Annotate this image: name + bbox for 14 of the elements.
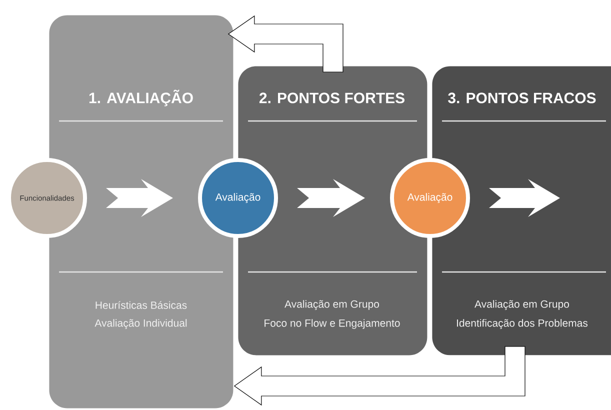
chevron-arrow [106, 179, 173, 217]
block-arrow [234, 346, 526, 406]
block-arrow [228, 15, 344, 72]
panel-text: Avaliação Individual [94, 319, 187, 329]
panel-heading: 1. AVALIAÇÃO [89, 90, 193, 106]
panel-heading: 3. PONTOS FRACOS [448, 92, 596, 104]
panel-text: Heurísticas Básicas [96, 301, 187, 309]
chevron-arrow [297, 179, 365, 217]
panel-text: Avaliação em Grupo [474, 300, 569, 310]
panel-heading: 2. PONTOS FORTES [259, 92, 404, 104]
panel-text: Avaliação em Grupo [284, 300, 379, 310]
chevron-arrow [489, 179, 560, 217]
panel-text: Identificação dos Problemas [457, 319, 588, 329]
panel-text: Foco no Flow e Engajamento [264, 319, 400, 329]
